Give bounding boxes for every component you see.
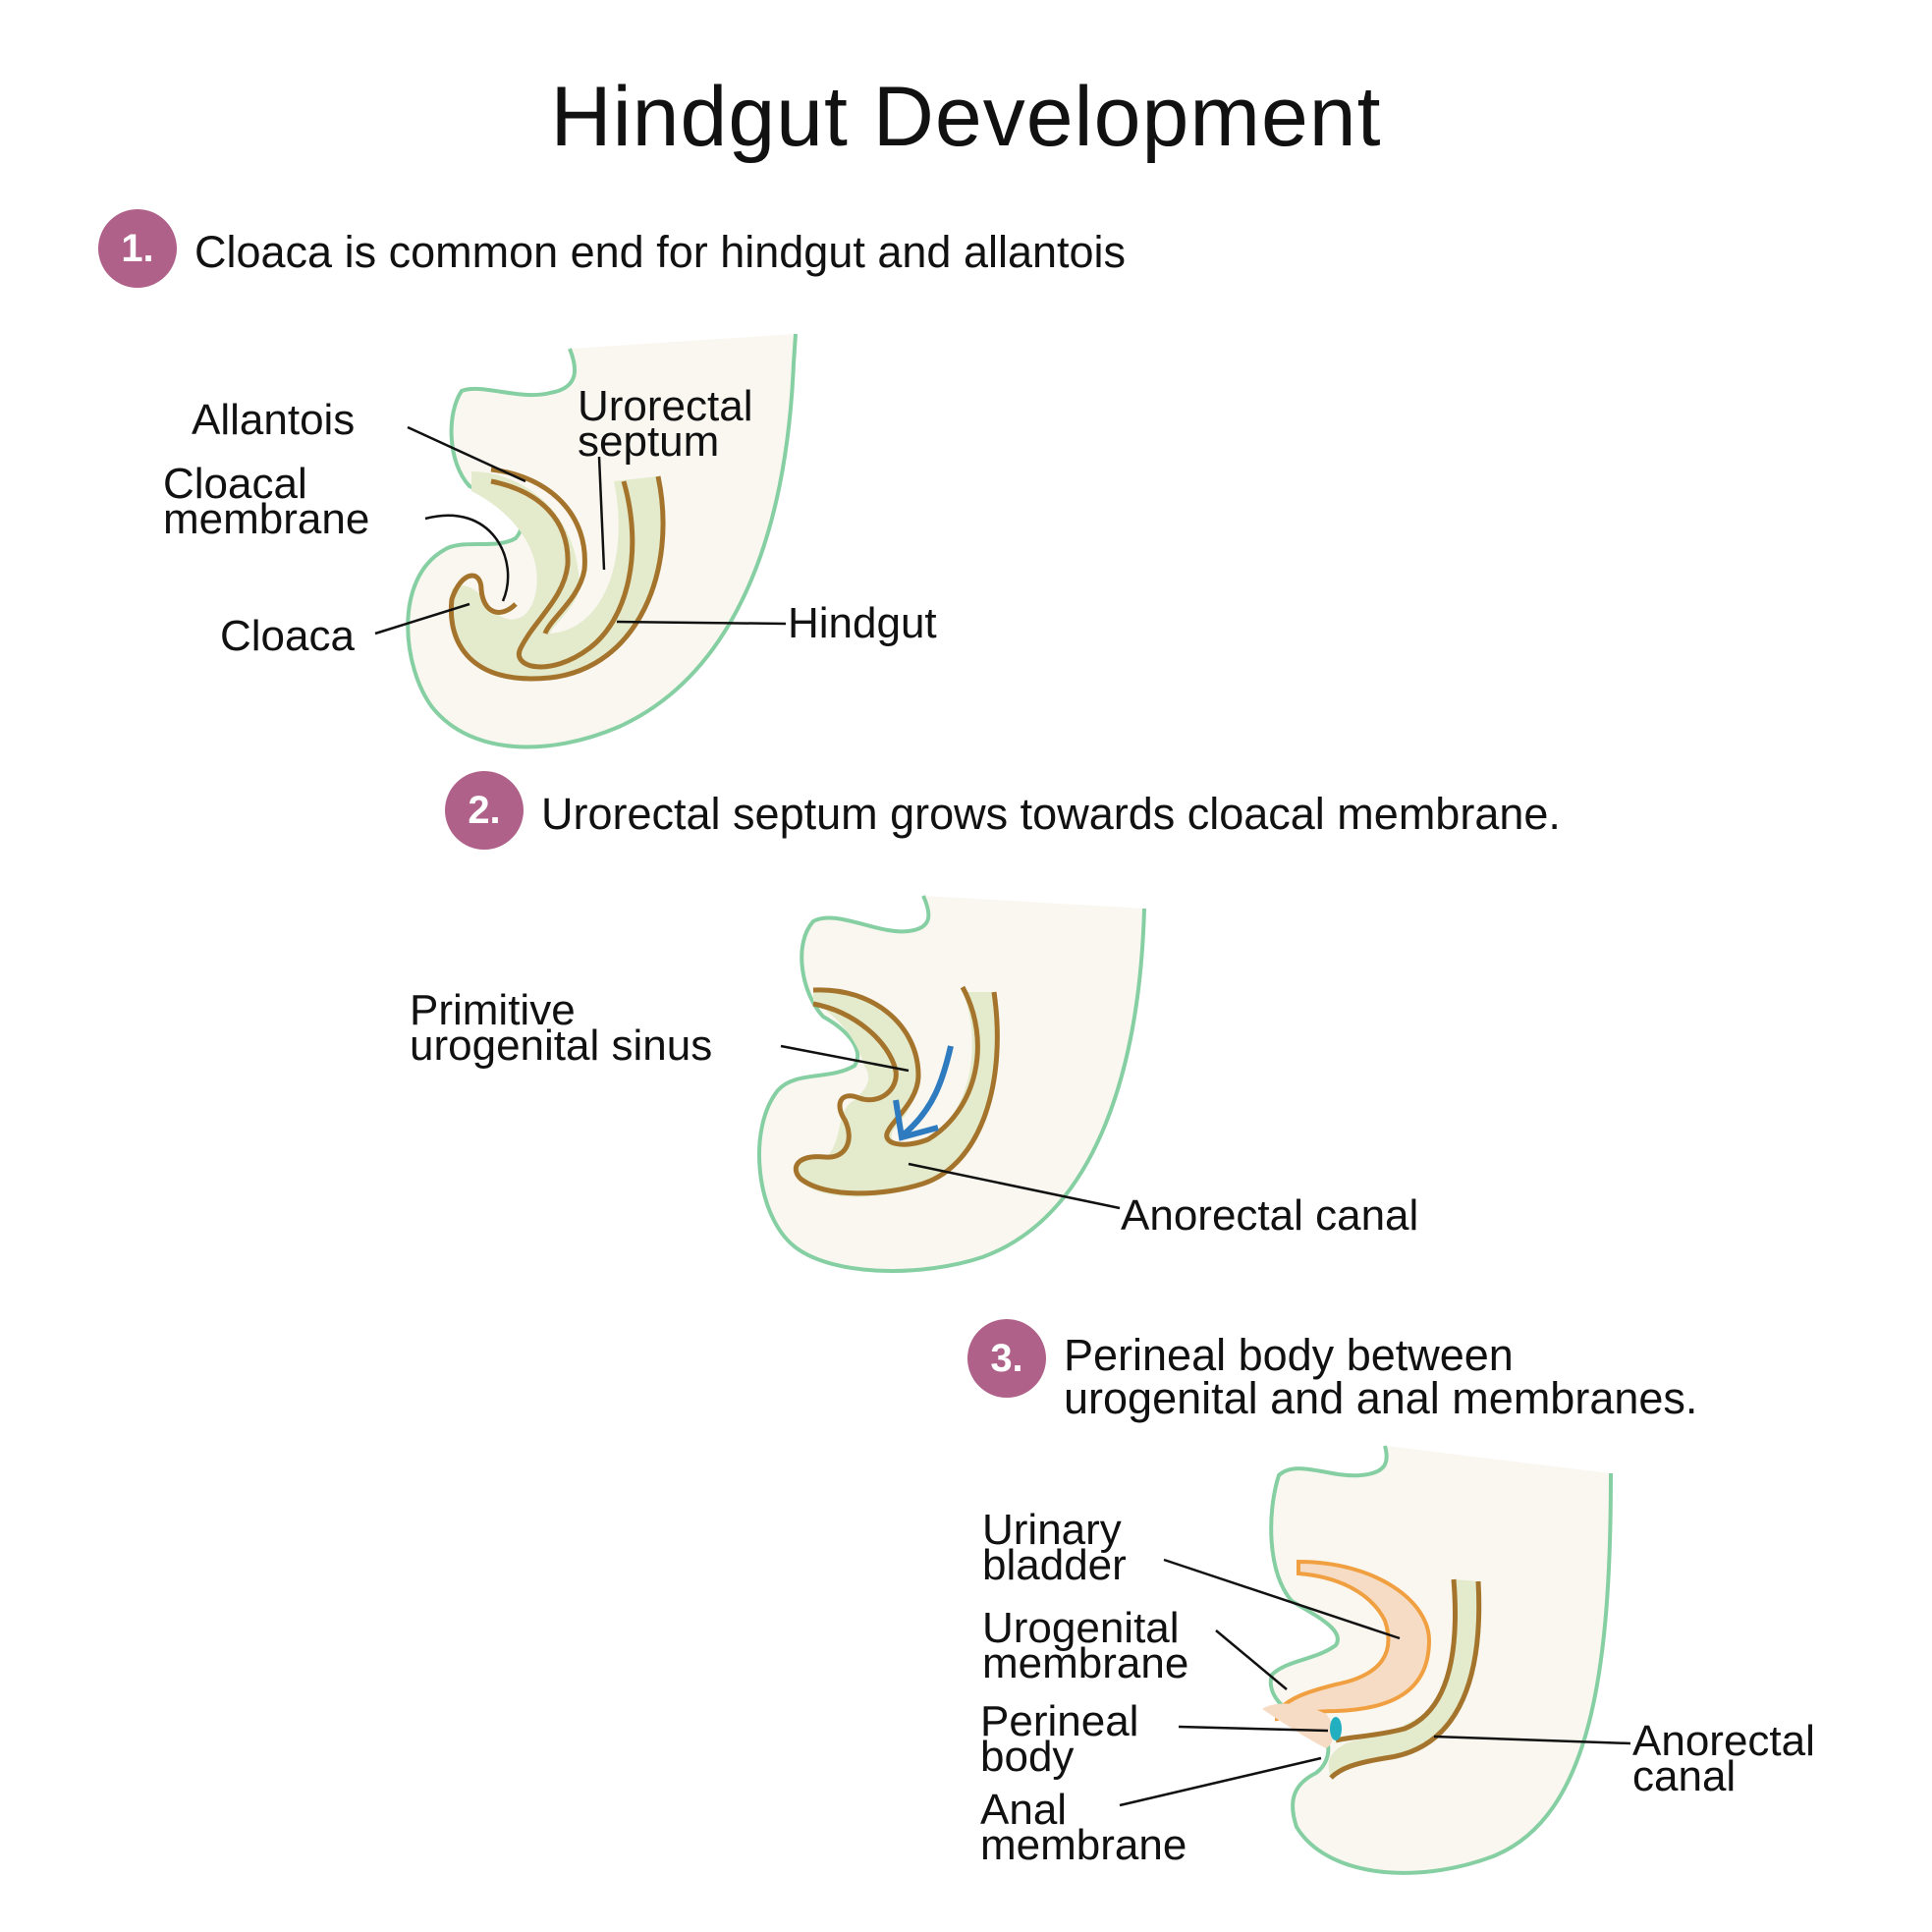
- leader-primitive-urogenital-sinus: [780, 1044, 910, 1073]
- diagram-1: [374, 333, 798, 749]
- leader-anorectal-canal-2: [908, 1162, 1121, 1210]
- embryo-tail-outline-2: [757, 895, 1146, 1273]
- leader-urorectal-septum: [597, 456, 606, 571]
- leader-perineal-body: [1178, 1725, 1329, 1733]
- septum-arrow-2: [902, 1045, 954, 1137]
- leader-hindgut: [616, 620, 787, 626]
- diagram-2: [757, 895, 1146, 1273]
- label-anorectal-canal-2: Anorectal canal: [1121, 1191, 1419, 1240]
- allantois-duct-1: [490, 467, 587, 635]
- step-2: 2. Urorectal septum grows towards cloaca…: [445, 771, 1561, 850]
- leader-urogenital-membrane: [1215, 1629, 1288, 1690]
- diagram-3: [1119, 1445, 1631, 1875]
- leader-urinary-bladder: [1163, 1558, 1401, 1640]
- leader-allantois: [407, 425, 526, 483]
- label-cloacal-membrane: Cloacal membrane: [163, 460, 370, 543]
- anorectal-wall-inner-3: [1335, 1578, 1458, 1743]
- label-perineal-body: Perineal body: [980, 1697, 1139, 1781]
- page-title: Hindgut Development: [550, 70, 1382, 164]
- embryo-tail-outline-3: [1268, 1445, 1613, 1875]
- leader-cloaca: [374, 602, 470, 635]
- step-3-text: Perineal body between urogenital and ana…: [1064, 1330, 1698, 1423]
- hindgut-wall-outer-1: [448, 475, 666, 682]
- label-anal-membrane: Anal membrane: [980, 1786, 1187, 1869]
- step-3: 3. Perineal body between urogenital and …: [967, 1319, 1697, 1420]
- urogenital-membrane-3: [1262, 1703, 1334, 1748]
- step-1: 1. Cloaca is common end for hindgut and …: [98, 209, 1126, 288]
- perineal-body-3: [1330, 1717, 1342, 1740]
- label-cloaca: Cloaca: [220, 612, 355, 660]
- label-hindgut: Hindgut: [788, 599, 937, 647]
- step-2-badge: 2.: [445, 771, 524, 850]
- label-allantois: Allantois: [192, 396, 356, 444]
- leader-anorectal-canal-3: [1433, 1735, 1631, 1745]
- septum-arrow-head-2: [893, 1099, 939, 1141]
- leader-cloacal-membrane: [424, 514, 510, 602]
- step-1-badge: 1.: [98, 209, 177, 288]
- urinary-bladder-3: [1274, 1559, 1432, 1722]
- hindgut-wall-upper-2: [793, 991, 1000, 1196]
- label-urogenital-membrane: Urogenital membrane: [982, 1604, 1189, 1687]
- step-1-text: Cloaca is common end for hindgut and all…: [194, 227, 1127, 277]
- label-urinary-bladder: Urinary bladder: [982, 1506, 1127, 1589]
- hindgut-wall-inner-1: [490, 478, 635, 670]
- label-primitive-urogenital-sinus: Primitive urogenital sinus: [410, 986, 713, 1070]
- step-3-badge: 3.: [967, 1319, 1046, 1398]
- label-anorectal-canal-3: Anorectal canal: [1632, 1717, 1815, 1800]
- leader-anal-membrane: [1119, 1756, 1322, 1807]
- hindgut-wall-inner-2: [812, 985, 980, 1147]
- step-2-text: Urorectal septum grows towards cloacal m…: [541, 789, 1561, 839]
- anorectal-wall-outer-3: [1329, 1580, 1482, 1780]
- label-urorectal-septum: Urorectal septum: [578, 382, 753, 466]
